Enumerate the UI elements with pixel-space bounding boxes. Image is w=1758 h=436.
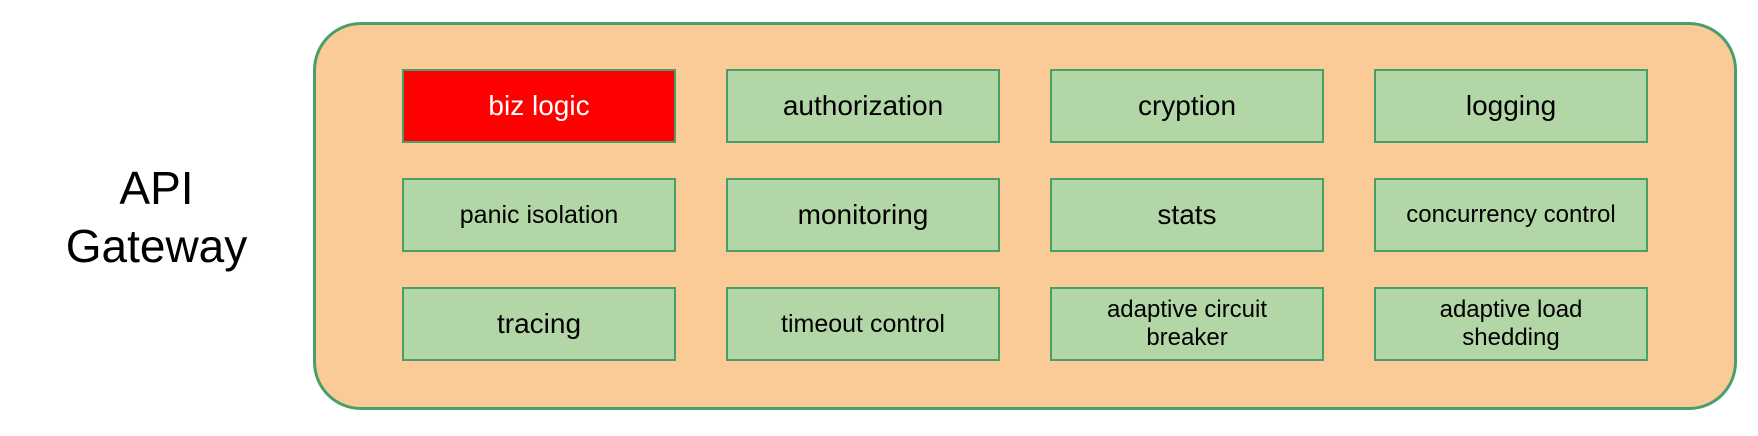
box-tracing: tracing (402, 287, 676, 361)
box-stats: stats (1050, 178, 1324, 252)
box-label: panic isolation (459, 200, 619, 229)
api-gateway-label-line1: API (119, 162, 194, 214)
api-gateway-label-line2: Gateway (65, 219, 248, 272)
box-label: concurrency control (1406, 200, 1616, 228)
box-panic-isolation: panic isolation (402, 178, 676, 252)
box-label: stats (1157, 199, 1217, 230)
gateway-container: biz logic authorization cryption logging… (313, 22, 1737, 410)
box-timeout-control: timeout control (726, 287, 1000, 361)
box-adaptive-load-shedding: adaptive load shedding (1374, 287, 1648, 361)
box-cryption: cryption (1050, 69, 1324, 143)
box-monitoring: monitoring (726, 178, 1000, 252)
box-logging: logging (1374, 69, 1648, 143)
box-label: adaptive circuit breaker (1106, 295, 1268, 351)
box-biz-logic: biz logic (402, 69, 676, 143)
box-authorization: authorization (726, 69, 1000, 143)
box-label: monitoring (797, 199, 929, 230)
box-label: authorization (782, 90, 944, 121)
box-label: adaptive load shedding (1439, 295, 1583, 351)
box-label: cryption (1137, 90, 1237, 121)
api-gateway-label: API Gateway (0, 160, 313, 276)
box-adaptive-circuit-breaker: adaptive circuit breaker (1050, 287, 1324, 361)
box-label: logging (1465, 90, 1557, 121)
box-concurrency-control: concurrency control (1374, 178, 1648, 252)
box-label: timeout control (781, 309, 945, 338)
box-label: tracing (496, 308, 582, 339)
box-label: biz logic (488, 90, 590, 121)
